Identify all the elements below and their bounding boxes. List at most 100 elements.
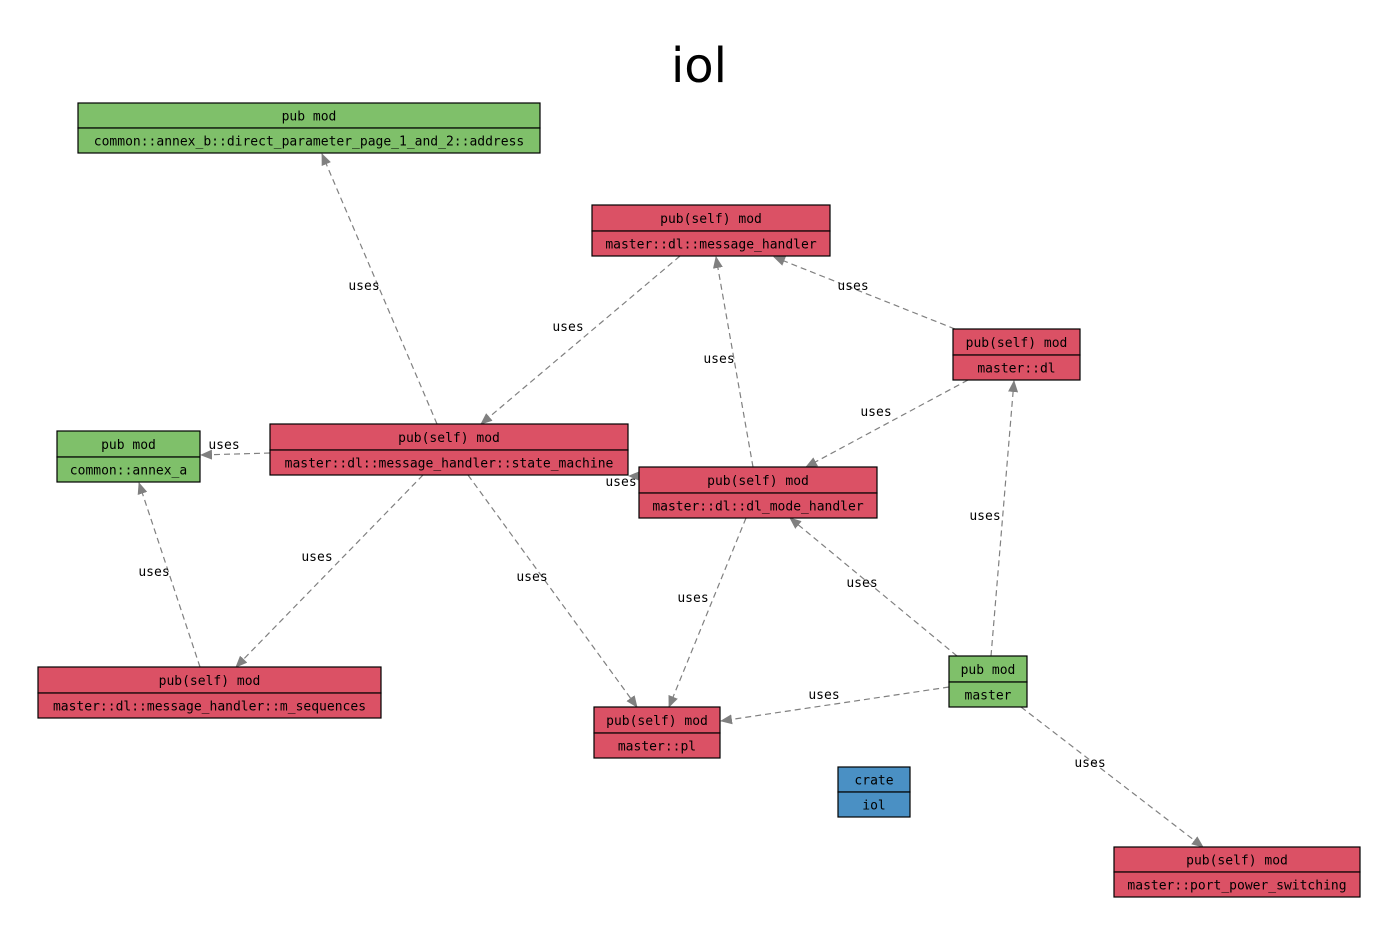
node-m-seq[interactable]: pub(self) modmaster::dl::message_handler…: [37, 666, 382, 719]
node-path: master::dl::message_handler::state_machi…: [285, 457, 614, 472]
node-path: common::annex_a: [70, 464, 187, 479]
edge-master-to-pps: uses: [1020, 706, 1204, 848]
edge-line: [712, 256, 754, 468]
node-kind: pub(self) mod: [606, 714, 708, 729]
node-state-machine[interactable]: pub(self) modmaster::dl::message_handler…: [269, 423, 629, 476]
edge-line: [773, 256, 956, 330]
node-path-box: [638, 492, 878, 519]
diagram-title: iol: [671, 38, 727, 94]
edge-line: [805, 379, 969, 468]
edge-line: [789, 517, 958, 657]
node-kind: pub mod: [961, 663, 1016, 678]
node-addr[interactable]: pub modcommon::annex_b::direct_parameter…: [77, 102, 541, 154]
node-kind: pub(self) mod: [660, 212, 762, 227]
node-path-box: [37, 692, 382, 719]
node-path-box: [269, 449, 629, 476]
nodes-layer: pub modcommon::annex_b::direct_parameter…: [37, 102, 1361, 898]
edge-state_machine-to-addr: uses: [321, 153, 438, 425]
node-kind: crate: [854, 774, 893, 789]
node-header-box: [269, 423, 629, 451]
edge-label: uses: [846, 576, 877, 591]
node-path-box: [56, 456, 201, 483]
edge-label: uses: [605, 475, 636, 490]
edge-label: uses: [552, 320, 583, 335]
edge-line: [1020, 706, 1204, 848]
edge-label: uses: [837, 279, 868, 294]
edges-layer: uses uses uses uses uses uses uses uses uses uses…: [137, 153, 1204, 848]
edge-line: [668, 517, 747, 708]
edge-state_machine-to-annex_a: uses: [200, 438, 271, 460]
edge-label: uses: [1074, 756, 1105, 771]
edge-msg_handler-to-state_machine: uses: [480, 255, 681, 425]
node-path: master::pl: [618, 740, 696, 755]
edge-dl_mode-to-pl: uses: [668, 517, 747, 708]
edge-master-to-dl: uses: [969, 380, 1019, 657]
edge-m_seq-to-annex_a: uses: [137, 482, 201, 668]
node-kind: pub(self) mod: [1186, 854, 1288, 869]
node-header-box: [1113, 846, 1361, 873]
edge-label: uses: [348, 279, 379, 294]
node-header-box: [952, 328, 1081, 356]
node-path-box: [593, 732, 721, 759]
node-header-box: [593, 706, 721, 734]
edge-label: uses: [208, 438, 239, 453]
edge-line: [480, 255, 681, 425]
node-header-box: [77, 102, 541, 129]
edge-line: [137, 482, 201, 668]
node-path: master::dl: [977, 362, 1055, 377]
node-kind: pub(self) mod: [707, 474, 809, 489]
edge-label: uses: [969, 509, 1000, 524]
edge-master-to-pl: uses: [720, 686, 950, 725]
edge-label: uses: [860, 405, 891, 420]
node-path: master::port_power_switching: [1127, 879, 1346, 894]
node-kind: pub mod: [101, 438, 156, 453]
edge-label: uses: [808, 688, 839, 703]
edge-line: [321, 153, 438, 425]
node-kind: pub(self) mod: [159, 674, 261, 689]
node-kind: pub(self) mod: [398, 431, 500, 446]
edge-dl-to-dl_mode: uses: [805, 379, 969, 468]
node-path-box: [77, 127, 541, 154]
node-path-box: [952, 354, 1081, 381]
edge-master-to-dl_mode: uses: [789, 517, 958, 657]
node-path-box: [837, 791, 911, 818]
edge-line: [720, 686, 950, 725]
edge-dl-to-msg_handler: uses: [773, 256, 956, 330]
node-kind: pub(self) mod: [966, 336, 1068, 351]
edge-label: uses: [703, 352, 734, 367]
node-path-box: [948, 681, 1028, 708]
edge-state_machine-to-m_seq: uses: [235, 474, 424, 668]
edge-state_machine-to-pl: uses: [467, 474, 638, 708]
node-header-box: [837, 766, 911, 793]
node-header-box: [37, 666, 382, 694]
node-path: master::dl::dl_mode_handler: [652, 500, 863, 515]
node-master[interactable]: pub mod master: [948, 655, 1028, 708]
node-path: iol: [862, 799, 885, 814]
node-kind: pub mod: [282, 110, 337, 125]
node-path: master::dl::message_handler: [605, 238, 816, 253]
edge-label: uses: [677, 591, 708, 606]
edge-line: [467, 474, 638, 708]
edge-label: uses: [516, 570, 547, 585]
node-crate[interactable]: crate iol: [837, 766, 911, 818]
edge-label: uses: [138, 565, 169, 580]
edge-dl_mode-to-state_machine: uses: [605, 471, 640, 490]
edge-line: [235, 474, 424, 668]
node-header-box: [56, 430, 201, 458]
node-path-box: [1113, 871, 1361, 898]
node-path: common::annex_b::direct_parameter_page_1…: [94, 135, 524, 150]
edge-line: [200, 449, 271, 460]
node-path-box: [591, 230, 831, 257]
node-pps[interactable]: pub(self) modmaster::port_power_switchin…: [1113, 846, 1361, 898]
edge-line: [990, 380, 1019, 657]
edge-dl_mode-to-msg_handler: uses: [703, 256, 754, 468]
node-header-box: [591, 204, 831, 232]
node-header-box: [638, 466, 878, 494]
node-path: master: [965, 689, 1012, 704]
